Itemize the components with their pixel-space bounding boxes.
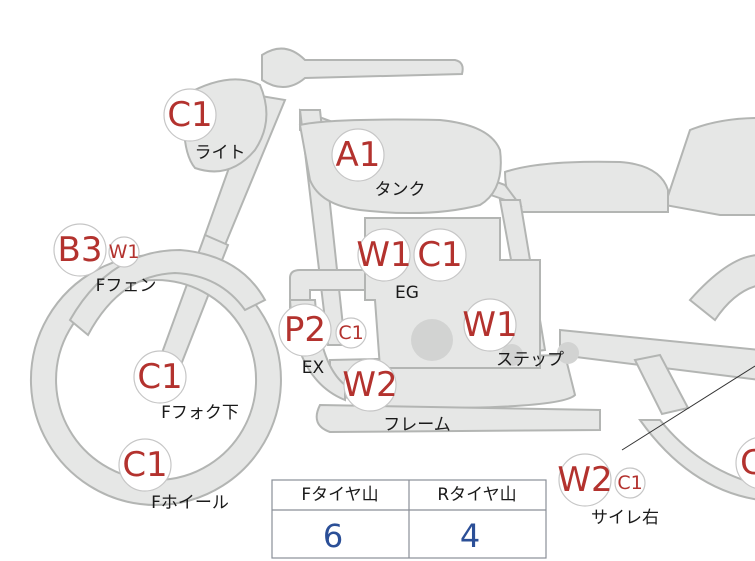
rear-fender-shape	[663, 117, 755, 216]
callout-frame: W2 フレーム	[342, 358, 451, 435]
rear-tread-header: Rタイヤ山	[437, 485, 516, 505]
callout-circle	[558, 453, 612, 507]
callout-circle	[463, 298, 517, 352]
callout-front-fork: C1 Fフォク下	[133, 350, 239, 423]
damage-code: W1	[356, 235, 411, 275]
callout-circle	[133, 350, 187, 404]
callout-circle-small	[614, 467, 646, 499]
damage-code-secondary: W1	[109, 241, 140, 263]
step-peg-detail-left	[501, 344, 523, 366]
damage-code: C1	[167, 95, 212, 135]
part-label: タンク	[375, 180, 426, 200]
front-tread-header: Fタイヤ山	[301, 485, 378, 505]
callout-step: W1 ステップ	[462, 298, 564, 370]
part-label: EG	[395, 283, 419, 303]
part-label: EX	[302, 358, 325, 378]
callout-circle	[163, 88, 217, 142]
front-tread-value: 6	[323, 517, 343, 555]
rear-wheel-lower	[638, 419, 755, 501]
damage-code: C1	[137, 357, 182, 397]
callout-circle-small	[108, 236, 140, 268]
damage-code-secondary: C1	[338, 322, 363, 344]
damage-code: B3	[58, 230, 103, 270]
engine-cover-detail	[411, 319, 453, 361]
callout-circle	[735, 437, 755, 489]
tire-tread-table: Fタイヤ山 Rタイヤ山 6 4	[271, 479, 547, 559]
callout-front-fender: B3 W1 Fフェン	[53, 223, 157, 296]
callout-tank: A1 タンク	[331, 128, 426, 200]
silencer-leader-line	[621, 365, 755, 451]
callout-engine: W1 C1 EG	[356, 228, 467, 303]
callout-circle	[357, 228, 411, 282]
callout-rear-silencer: W2 C1 サイレ右	[557, 453, 659, 528]
callout-exhaust: P2 C1 EX	[278, 303, 367, 378]
part-label: サイレ右	[591, 508, 659, 528]
seat-shape	[503, 160, 669, 213]
damage-code: W2	[342, 365, 397, 405]
damage-code-secondary: C1	[617, 472, 642, 494]
callout-circle	[331, 128, 385, 182]
callout-circle	[343, 358, 397, 412]
damage-code: C1	[122, 445, 167, 485]
damage-code-secondary: C1	[417, 235, 462, 275]
damage-code: W1	[462, 305, 517, 345]
callout-circle	[118, 438, 172, 492]
callout-circle	[278, 303, 332, 357]
part-label: Fホイール	[151, 493, 229, 513]
frame-bottom-rail	[315, 403, 601, 434]
callout-front-wheel: C1 Fホイール	[118, 438, 229, 513]
part-label: フレーム	[383, 415, 451, 435]
part-label: Fフェン	[96, 276, 157, 296]
damage-code: A1	[336, 135, 381, 175]
callout-circle	[413, 228, 467, 282]
part-label: ライト	[195, 143, 246, 163]
handlebar-shape	[261, 47, 464, 88]
damage-code: W2	[557, 460, 612, 500]
damage-code: C	[740, 443, 755, 483]
rear-wheel-arc	[688, 254, 755, 322]
callout-rear-edge: C	[735, 437, 755, 489]
part-label: Fフォク下	[161, 403, 239, 423]
step-peg-detail-right	[557, 342, 579, 364]
callout-light: C1 ライト	[163, 88, 246, 163]
damage-code: P2	[284, 310, 326, 350]
part-label: ステップ	[496, 350, 564, 370]
rear-tread-value: 4	[460, 517, 480, 555]
callout-circle-small	[335, 317, 367, 349]
callout-circle	[53, 223, 107, 277]
